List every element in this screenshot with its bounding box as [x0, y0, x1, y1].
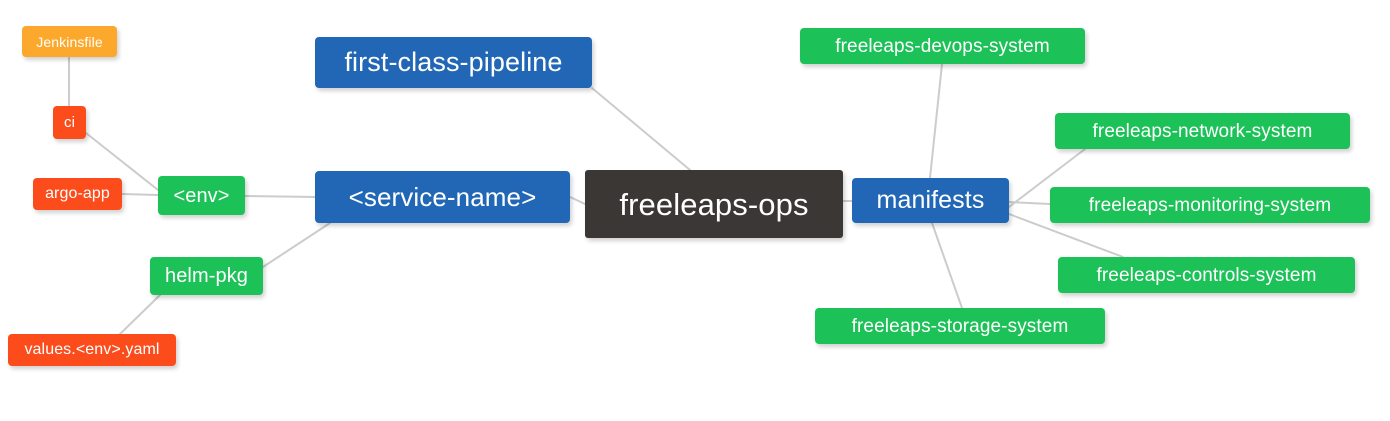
mindmap-node-label: freeleaps-network-system — [1092, 120, 1313, 142]
mindmap-node-label: manifests — [876, 186, 985, 214]
mindmap-node-label: first-class-pipeline — [344, 47, 563, 77]
mindmap-node-service-name[interactable]: <service-name> — [315, 171, 570, 223]
mindmap-node-controls-system[interactable]: freeleaps-controls-system — [1058, 257, 1355, 293]
mindmap-node-manifests[interactable]: manifests — [852, 178, 1009, 223]
mindmap-node-monitoring-system[interactable]: freeleaps-monitoring-system — [1050, 187, 1370, 223]
mindmap-node-argo-app[interactable]: argo-app — [33, 178, 122, 210]
mindmap-node-label: <service-name> — [348, 182, 537, 212]
mindmap-node-label: freeleaps-ops — [619, 186, 809, 222]
mindmap-node-network-system[interactable]: freeleaps-network-system — [1055, 113, 1350, 149]
mindmap-node-storage-system[interactable]: freeleaps-storage-system — [815, 308, 1105, 344]
mindmap-node-label: values.<env>.yaml — [24, 341, 160, 358]
mindmap-node-helm-pkg[interactable]: helm-pkg — [150, 257, 263, 295]
mindmap-node-label: argo-app — [45, 185, 110, 202]
edge-service-name-to-helm-pkg — [262, 222, 331, 268]
edge-root-to-service-name — [569, 196, 586, 205]
mindmap-node-label: Jenkinsfile — [36, 33, 103, 50]
mindmap-node-label: freeleaps-storage-system — [851, 315, 1069, 337]
mindmap-node-env[interactable]: <env> — [158, 176, 245, 215]
edge-helm-pkg-to-values-yaml — [119, 294, 161, 335]
mindmap-node-label: <env> — [173, 184, 230, 207]
edge-manifests-to-monitoring-system — [1008, 201, 1051, 205]
mindmap-node-label: freeleaps-devops-system — [835, 35, 1050, 57]
mindmap-node-values-yaml[interactable]: values.<env>.yaml — [8, 334, 176, 366]
edge-service-name-to-env — [244, 195, 316, 198]
mindmap-node-ci[interactable]: ci — [53, 106, 86, 139]
edge-env-to-argo-app — [121, 193, 159, 196]
mindmap-node-first-class-pipeline[interactable]: first-class-pipeline — [315, 37, 592, 88]
mindmap-node-devops-system[interactable]: freeleaps-devops-system — [800, 28, 1085, 64]
mindmap-node-jenkinsfile[interactable]: Jenkinsfile — [22, 26, 117, 57]
edge-root-to-first-class-pipeline — [591, 87, 691, 171]
mindmap-node-label: freeleaps-monitoring-system — [1088, 194, 1332, 216]
edge-manifests-to-devops-system — [929, 63, 943, 179]
mindmap-node-label: ci — [63, 114, 76, 131]
edge-manifests-to-storage-system — [931, 222, 963, 309]
mindmap-node-root[interactable]: freeleaps-ops — [585, 170, 843, 238]
mindmap-node-label: freeleaps-controls-system — [1096, 264, 1317, 286]
mindmap-node-label: helm-pkg — [164, 265, 249, 287]
